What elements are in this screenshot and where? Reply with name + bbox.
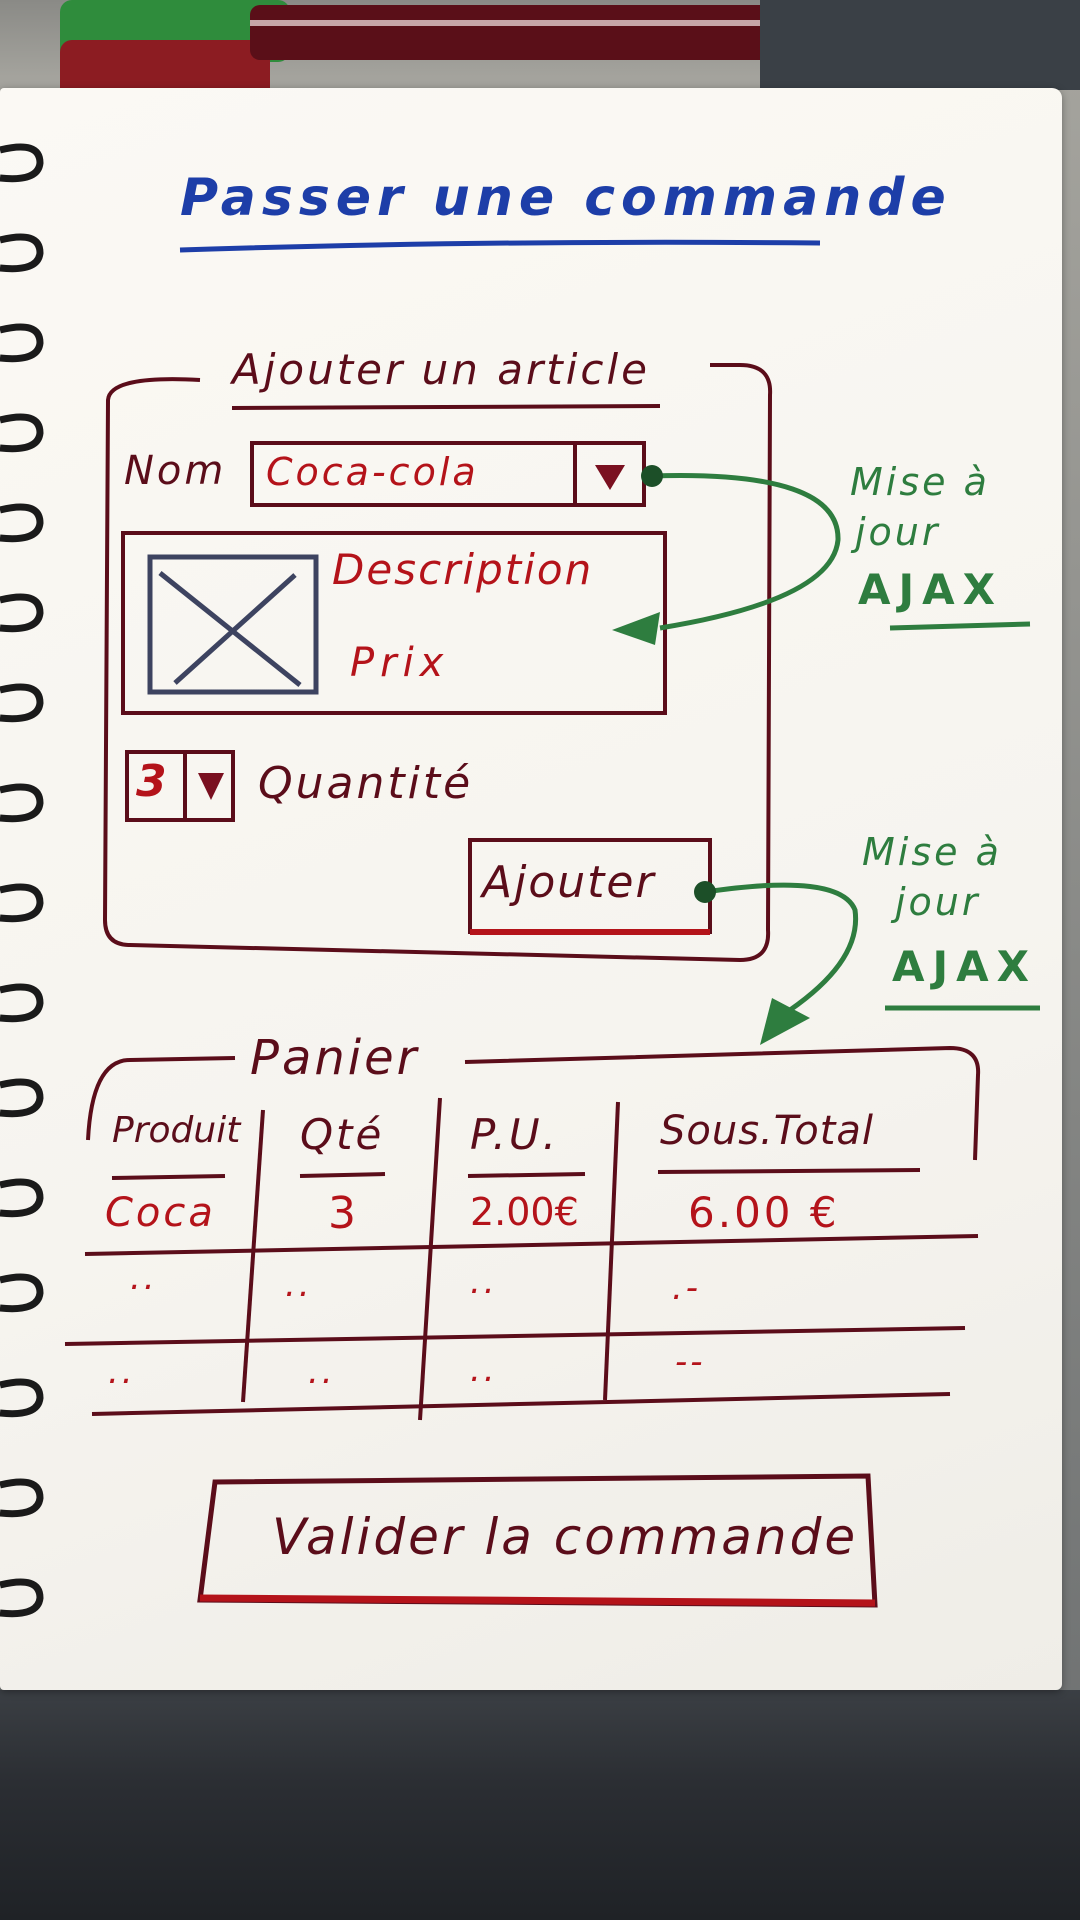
- cart-row2-qty: ..: [285, 1265, 313, 1305]
- legend-underline: [231, 404, 661, 410]
- quantity-dropdown[interactable]: [127, 752, 233, 820]
- cart-header-qty: Qté: [300, 1110, 385, 1159]
- quantity-dropdown-box: [125, 750, 235, 822]
- cart-row3-unit-price: ..: [470, 1350, 498, 1390]
- quantity-label: Quantité: [258, 758, 474, 809]
- quantity-triangle-down-icon: [198, 773, 224, 800]
- image-placeholder-icon: [147, 554, 319, 695]
- add-button-label: Ajouter: [482, 857, 656, 908]
- cart-row2-unit-price: ..: [470, 1262, 498, 1302]
- ajax-arrow-2: [704, 882, 859, 1013]
- cart-row2-subtotal: .-: [672, 1268, 702, 1308]
- cart-col-divider-2: [418, 1097, 442, 1421]
- ajax-arrow-1: [651, 473, 841, 631]
- name-dropdown[interactable]: [252, 443, 644, 505]
- ajax-note-1-line1: Mise à: [850, 460, 990, 504]
- validate-button-label: Valider la commande: [272, 1508, 859, 1566]
- desk-background: [0, 1690, 1080, 1920]
- notebook-page: [0, 88, 1062, 1690]
- name-label: Nom: [124, 448, 227, 494]
- add-article-legend: Ajouter un article: [232, 345, 650, 394]
- cart-row-line-1: [84, 1234, 979, 1256]
- validate-button[interactable]: [205, 1478, 873, 1602]
- markers-photo: [60, 0, 1080, 100]
- cart-row3-product: ..: [108, 1352, 136, 1392]
- name-dropdown-value: Coca-cola: [266, 450, 479, 494]
- cart-row-line-3: [91, 1392, 951, 1416]
- cart-cell-unit-price: 2.00€: [470, 1190, 579, 1234]
- description-label: Description: [332, 545, 594, 594]
- page-title: Passer une commande: [180, 168, 952, 228]
- cart-row-line-2: [64, 1326, 966, 1346]
- title-underline: [179, 239, 821, 253]
- cart-frame: [86, 1056, 236, 1141]
- cart-cell-qty: 3: [328, 1188, 359, 1239]
- ajax-note-1-line2: jour: [855, 510, 941, 554]
- cart-header-product: Produit: [112, 1110, 241, 1151]
- cart-row2-product: ..: [130, 1258, 158, 1298]
- name-dropdown-triangle-down-icon: [595, 465, 625, 490]
- add-button[interactable]: [470, 840, 710, 932]
- price-label: Prix: [350, 640, 450, 686]
- cart-cell-subtotal: 6.00 €: [688, 1188, 840, 1237]
- cart-header-subtotal: Sous.Total: [660, 1108, 875, 1154]
- cart-header-unit-price: P.U.: [470, 1110, 559, 1159]
- cart-col-divider-3: [603, 1101, 620, 1401]
- cart-row3-qty: ..: [308, 1352, 336, 1392]
- ajax-note-1-line3: AJAX: [858, 565, 1004, 614]
- add-article-frame: [102, 363, 773, 963]
- cart-row3-subtotal: --: [675, 1342, 706, 1382]
- detail-box: [121, 531, 667, 715]
- validate-button-frame: [197, 1473, 878, 1608]
- ajax-note-2-line1: Mise à: [862, 830, 1002, 874]
- cart-col-divider-1: [241, 1109, 265, 1403]
- ajax-note-2-line3: AJAX: [892, 942, 1038, 991]
- ajax-note-2-line2: jour: [895, 880, 981, 924]
- spiral-binding: [0, 143, 44, 1618]
- cart-legend: Panier: [250, 1030, 420, 1086]
- quantity-value: 3: [136, 756, 170, 807]
- cart-cell-product: Coca: [105, 1190, 216, 1236]
